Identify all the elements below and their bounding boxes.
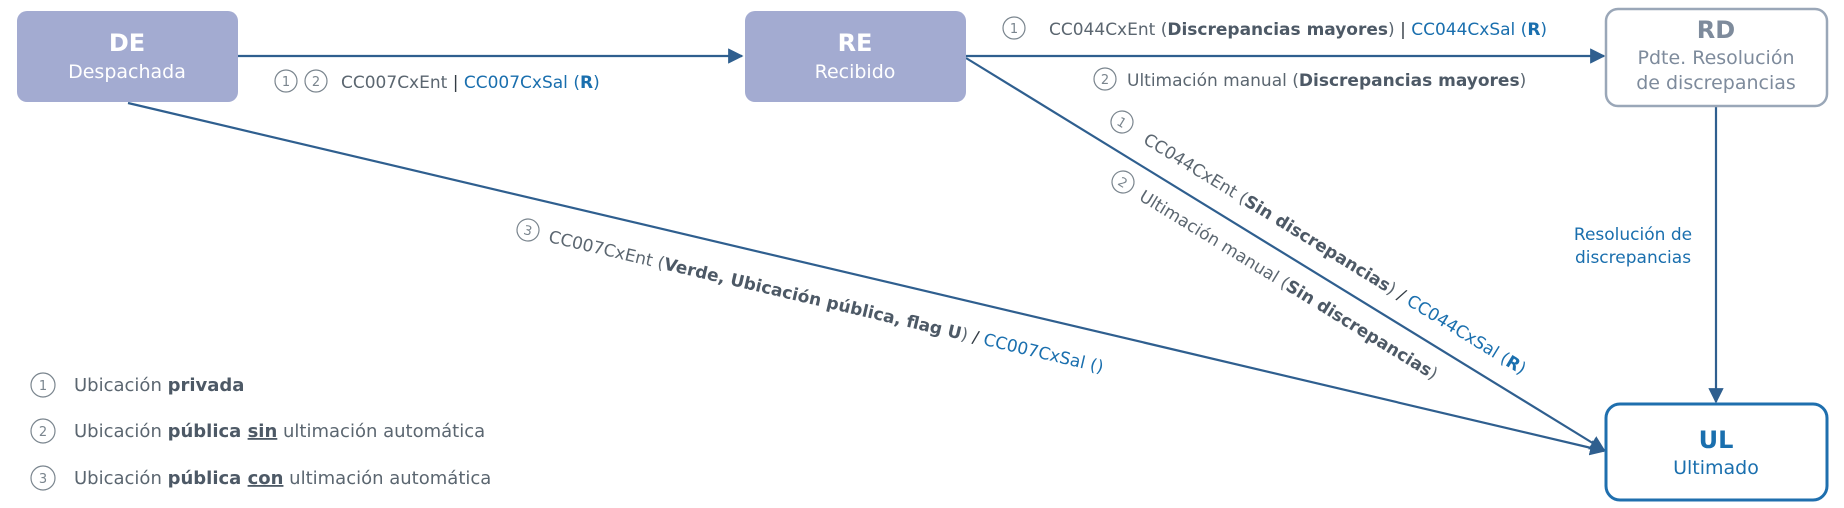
badge-2: 2 bbox=[1093, 67, 1117, 91]
state-ul-box bbox=[1604, 402, 1829, 502]
label-rd-ul: Resolución de discrepancias bbox=[1574, 225, 1692, 268]
legend-item: 2 Ubicación pública sin ultimación autom… bbox=[30, 418, 485, 444]
legend-label: Ubicación pública con ultimación automát… bbox=[74, 468, 491, 489]
label-re-rd-line1: CC044CxEnt (Discrepancias mayores) | CC0… bbox=[1049, 20, 1547, 40]
state-de-name: Despachada bbox=[68, 61, 186, 83]
svg-text:1: 1 bbox=[1010, 22, 1018, 37]
arrow-re-to-ul bbox=[965, 57, 1606, 451]
svg-text:1: 1 bbox=[1114, 115, 1129, 132]
legend-badge: 3 bbox=[39, 472, 47, 487]
legend-label: Ubicación privada bbox=[74, 375, 244, 396]
legend: 1 Ubicación privada 2 Ubicación pública … bbox=[30, 372, 491, 491]
badge-2: 2 bbox=[1111, 170, 1135, 194]
legend-item: 3 Ubicación pública con ultimación autom… bbox=[30, 465, 491, 491]
arrow-de-to-ul bbox=[127, 101, 1606, 456]
label-re-ul-line2-group: 2 Ultimación manual (Sin discrepancias) bbox=[1111, 170, 1441, 385]
state-ul-name: Ultimado bbox=[1673, 457, 1759, 479]
state-rd-code: RD bbox=[1697, 16, 1735, 44]
state-de-code: DE bbox=[109, 29, 145, 57]
label-de-re-text: CC007CxEnt | CC007CxSal (R) bbox=[341, 73, 600, 93]
label-re-ul-line1-group: 1 CC044CxEnt (Sin discrepancias) / CC044… bbox=[1110, 110, 1530, 379]
svg-text:2: 2 bbox=[1101, 73, 1109, 88]
label-de-ul: 3 CC007CxEnt (Verde, Ubicación pública, … bbox=[516, 218, 1106, 378]
legend-label: Ubicación pública sin ultimación automát… bbox=[74, 421, 485, 442]
badge-2: 2 bbox=[304, 69, 328, 93]
legend-item: 1 Ubicación privada bbox=[30, 372, 244, 398]
label-re-rd: 1 CC044CxEnt (Discrepancias mayores) | C… bbox=[1002, 16, 1547, 91]
badge-3: 3 bbox=[516, 218, 540, 242]
label-rd-ul-line1: Resolución de bbox=[1574, 225, 1692, 245]
state-re: RE Recibido bbox=[745, 11, 966, 102]
badge-1: 1 bbox=[1002, 16, 1026, 40]
badge-1: 1 bbox=[1110, 110, 1134, 134]
label-de-ul-text: CC007CxEnt (Verde, Ubicación pública, fl… bbox=[547, 227, 1106, 377]
svg-text:1: 1 bbox=[282, 75, 290, 90]
label-re-rd-line2: Ultimación manual (Discrepancias mayores… bbox=[1127, 71, 1526, 91]
state-de: DE Despachada bbox=[17, 11, 238, 102]
state-rd-name-line1: Pdte. Resolución bbox=[1637, 47, 1794, 69]
state-ul-code: UL bbox=[1699, 426, 1734, 454]
state-rd-name-line2: de discrepancias bbox=[1636, 72, 1796, 94]
badge-1: 1 bbox=[274, 69, 298, 93]
svg-text:3: 3 bbox=[522, 223, 534, 240]
state-re-box bbox=[745, 11, 966, 102]
state-rd: RD Pdte. Resolución de discrepancias bbox=[1604, 7, 1829, 108]
svg-text:2: 2 bbox=[1115, 175, 1130, 192]
label-re-ul: 1 CC044CxEnt (Sin discrepancias) / CC044… bbox=[1110, 110, 1530, 385]
state-re-name: Recibido bbox=[815, 61, 896, 83]
legend-badge: 1 bbox=[39, 379, 47, 394]
label-rd-ul-line2: discrepancias bbox=[1575, 248, 1691, 268]
legend-badge: 2 bbox=[39, 425, 47, 440]
state-ul: UL Ultimado bbox=[1604, 402, 1829, 502]
label-re-ul-line1: CC044CxEnt (Sin discrepancias) / CC044Cx… bbox=[1140, 130, 1530, 379]
state-de-box bbox=[17, 11, 238, 102]
state-re-code: RE bbox=[838, 29, 873, 57]
label-de-re: 1 2 CC007CxEnt | CC007CxSal (R) bbox=[274, 69, 600, 93]
state-rd-box bbox=[1604, 7, 1829, 108]
svg-text:2: 2 bbox=[312, 75, 320, 90]
